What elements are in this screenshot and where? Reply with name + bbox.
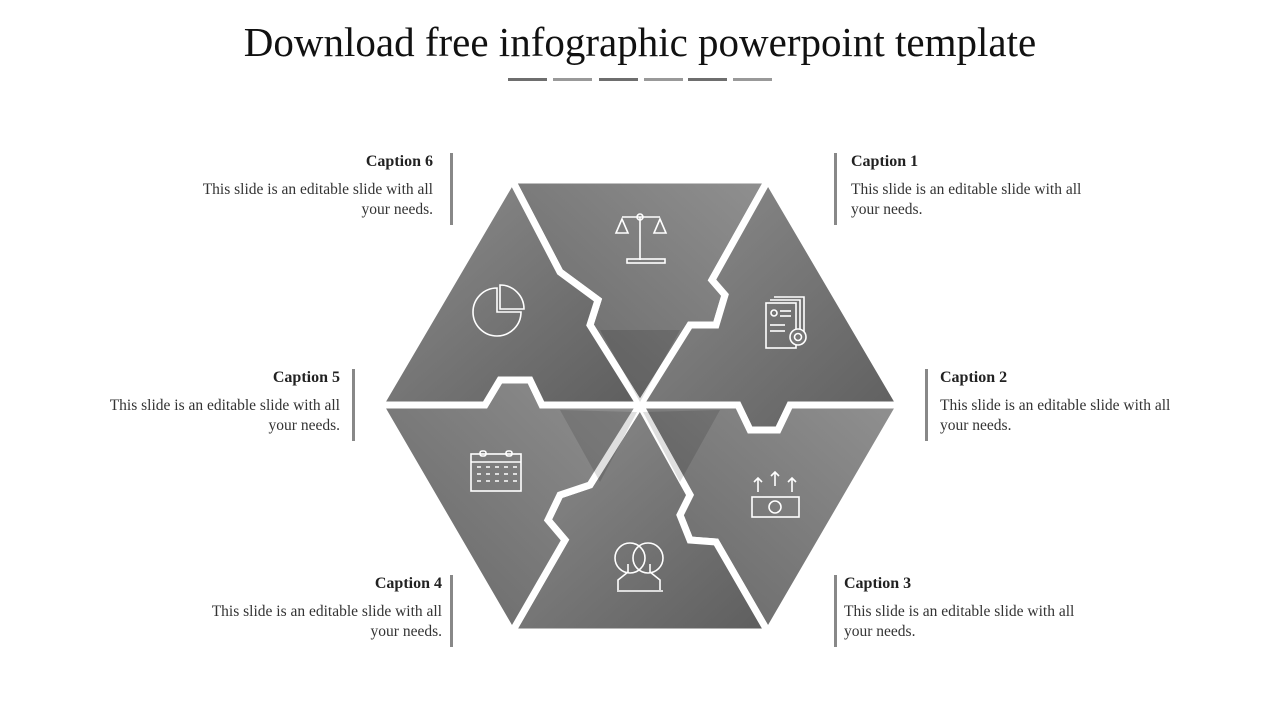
caption-4: Caption 4 This slide is an editable slid…	[182, 575, 442, 642]
caption-4-heading: Caption 4	[374, 575, 442, 592]
caption-6-bar	[450, 153, 453, 225]
center-shading	[560, 330, 720, 482]
caption-3: Caption 3 This slide is an editable slid…	[844, 575, 1104, 642]
caption-1-bar	[834, 153, 837, 225]
underline-segment	[599, 78, 638, 81]
underline-segment	[644, 78, 683, 81]
caption-5: Caption 5 This slide is an editable slid…	[80, 369, 340, 436]
caption-1-heading: Caption 1	[851, 153, 919, 170]
page-title: Download free infographic powerpoint tem…	[243, 19, 1037, 65]
caption-1: Caption 1 This slide is an editable slid…	[851, 153, 1111, 220]
caption-2: Caption 2 This slide is an editable slid…	[940, 369, 1200, 436]
caption-2-bar	[925, 369, 928, 441]
underline-segment	[508, 78, 547, 81]
caption-6-heading: Caption 6	[365, 153, 433, 170]
caption-4-bar	[450, 575, 453, 647]
caption-6-text: This slide is an editable slide with all…	[202, 181, 433, 218]
caption-6: Caption 6 This slide is an editable slid…	[173, 153, 433, 220]
underline-segment	[553, 78, 592, 81]
caption-5-text: This slide is an editable slide with all…	[109, 397, 340, 434]
scales-icon	[614, 213, 668, 264]
underline-segment	[688, 78, 727, 81]
caption-3-heading: Caption 3	[844, 575, 912, 592]
caption-3-text: This slide is an editable slide with all…	[844, 603, 1075, 640]
two-heads-icon	[614, 542, 664, 592]
caption-5-bar	[352, 369, 355, 441]
caption-3-bar	[834, 575, 837, 647]
calendar-icon	[470, 450, 522, 492]
caption-2-heading: Caption 2	[940, 369, 1008, 386]
money-growth-icon	[751, 470, 800, 518]
document-gear-icon	[765, 296, 807, 349]
caption-2-text: This slide is an editable slide with all…	[940, 397, 1171, 434]
pie-chart-icon	[472, 284, 525, 337]
caption-1-text: This slide is an editable slide with all…	[851, 181, 1082, 218]
caption-4-text: This slide is an editable slide with all…	[211, 603, 442, 640]
segment-6[interactable]	[373, 172, 647, 409]
caption-5-heading: Caption 5	[272, 369, 340, 386]
underline-segment	[733, 78, 772, 81]
